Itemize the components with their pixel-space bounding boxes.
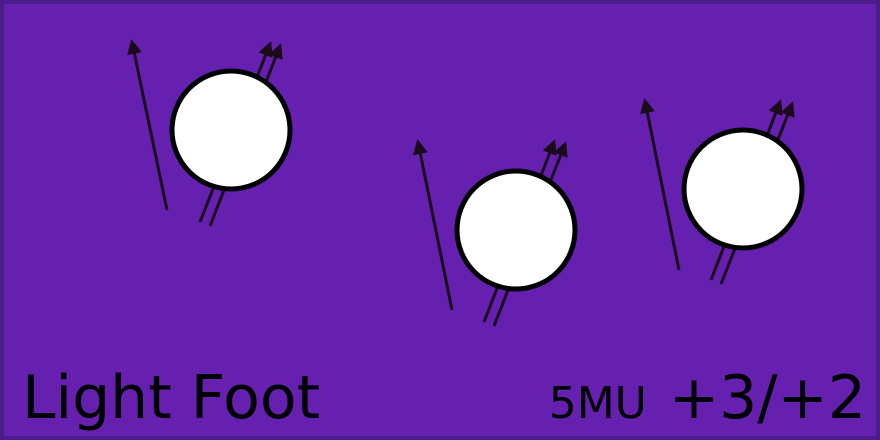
motion-ball-icon	[169, 68, 293, 192]
motion-ball-icon	[681, 127, 805, 251]
card-stats: 5MU +3/+2	[548, 362, 866, 436]
motion-arrow-icon	[640, 98, 681, 271]
card-modifier: +3/+2	[668, 363, 866, 433]
motion-ball-figure-1	[127, 39, 293, 227]
motion-arrow-icon	[127, 39, 169, 211]
motion-ball-figure-3	[640, 98, 805, 285]
card-artwork	[127, 39, 805, 327]
card-cost: 5MU	[548, 378, 647, 429]
motion-ball-figure-2	[413, 139, 578, 327]
motion-arrow-icon	[413, 139, 454, 311]
card-name: Light Foot	[22, 363, 321, 433]
motion-ball-icon	[454, 168, 578, 292]
